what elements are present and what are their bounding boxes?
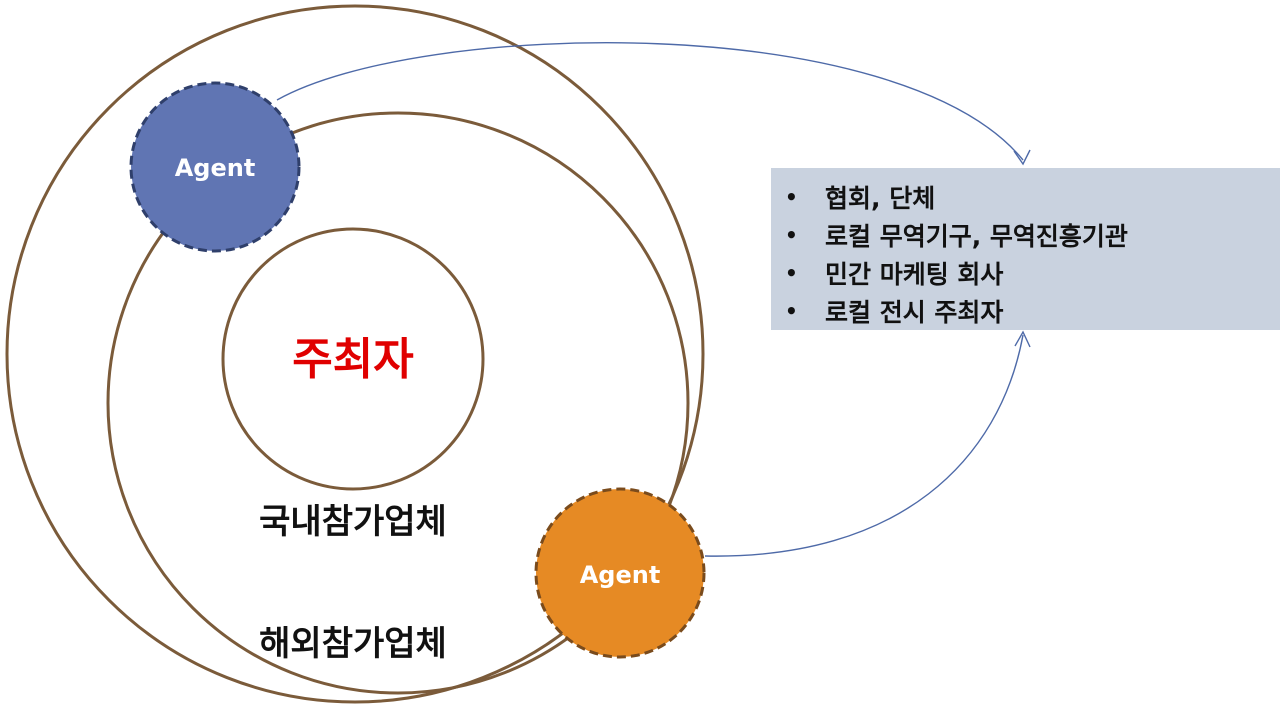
connector-bottom-agent bbox=[704, 334, 1024, 557]
bullet-icon: • bbox=[785, 261, 798, 285]
list-item: • 로컬 전시 주최자 bbox=[785, 292, 1280, 330]
outer-ring-label: 해외참가업체 bbox=[259, 624, 447, 664]
arrowhead-bottom bbox=[1014, 330, 1031, 348]
list-item-text: 로컬 전시 주최자 bbox=[825, 298, 1004, 327]
list-item: • 로컬 무역기구, 무역진흥기관 bbox=[785, 216, 1280, 254]
list-item: • 협회, 단체 bbox=[785, 178, 1280, 216]
outer-ring-overseas bbox=[5, 4, 705, 704]
list-item-text: 협회, 단체 bbox=[825, 184, 936, 213]
agent-types-list: • 협회, 단체 • 로컬 무역기구, 무역진흥기관 • 민간 마케팅 회사 • 로컬 … bbox=[785, 178, 1280, 330]
middle-ring-label: 국내참가업체 bbox=[259, 502, 447, 542]
agent-node-bottom[interactable]: Agent bbox=[534, 487, 706, 659]
middle-ring-domestic bbox=[106, 111, 690, 695]
bullet-icon: • bbox=[785, 185, 798, 209]
inner-ring-organizer bbox=[221, 227, 485, 491]
bullet-icon: • bbox=[785, 223, 798, 247]
core-label-organizer: 주최자 bbox=[292, 334, 413, 385]
connector-top-agent bbox=[276, 42, 1024, 161]
agent-label-top: Agent bbox=[175, 154, 256, 182]
agent-circle-top bbox=[129, 81, 301, 253]
list-item-text: 로컬 무역기구, 무역진흥기관 bbox=[825, 222, 1128, 251]
agent-circle-bottom bbox=[534, 487, 706, 659]
agent-types-box: • 협회, 단체 • 로컬 무역기구, 무역진흥기관 • 민간 마케팅 회사 • 로컬 … bbox=[771, 168, 1280, 330]
list-item: • 민간 마케팅 회사 bbox=[785, 254, 1280, 292]
arrowhead-top bbox=[1013, 149, 1031, 166]
bullet-icon: • bbox=[785, 299, 798, 323]
agent-node-top[interactable]: Agent bbox=[129, 81, 301, 253]
list-item-text: 민간 마케팅 회사 bbox=[825, 260, 1004, 289]
agent-label-bottom: Agent bbox=[580, 561, 661, 589]
